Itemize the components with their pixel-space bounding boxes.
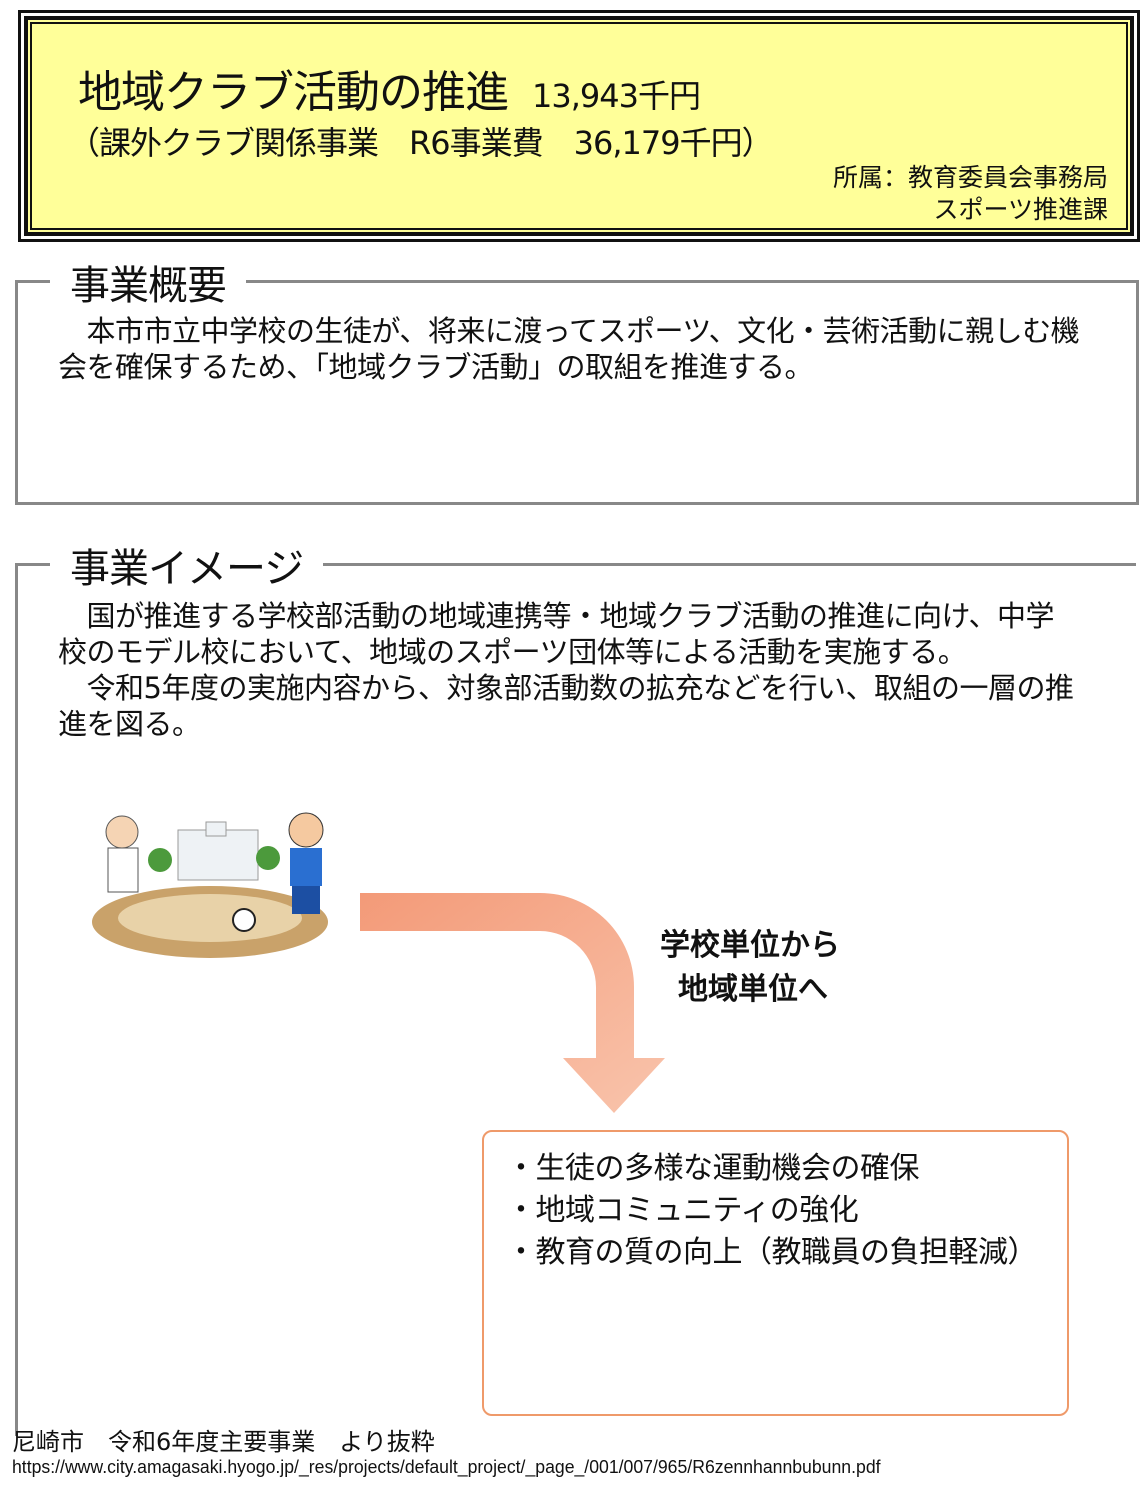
source-url: https://www.city.amagasaki.hyogo.jp/_res… — [12, 1457, 881, 1477]
catch-phrase: 学校単位から 地域単位へ — [660, 928, 840, 1007]
overview-heading: 事業概要 — [50, 253, 246, 311]
school-sports-illustration — [92, 812, 328, 958]
image-text: 国が推進する学校部活動の地域連携等・地域クラブ活動の推進に向け、中学校のモデル校… — [58, 599, 1074, 741]
flow-arrow — [360, 893, 665, 1113]
overview-section: 事業概要 本市市立中学校の生徒が、将来に渡ってスポーツ、文化・芸術活動に親しむ機… — [15, 253, 1139, 505]
image-section: 事業イメージ 国が推進する学校部活動の地域連携等・地域クラブ活動の推進に向け、中… — [15, 536, 1136, 1436]
image-heading: 事業イメージ — [50, 536, 324, 594]
overview-text: 本市市立中学校の生徒が、将来に渡ってスポーツ、文化・芸術活動に親しむ機会を確保す… — [58, 314, 1080, 384]
effect-item: ・教育の質の向上（教職員の負担軽減） — [506, 1235, 1038, 1270]
effects-box: ・生徒の多様な運動機会の確保 ・地域コミュニティの強化 ・教育の質の向上（教職員… — [482, 1130, 1069, 1416]
effect-item: ・地域コミュニティの強化 — [506, 1193, 859, 1228]
source-note: 尼崎市 令和6年度主要事業 より抜粋 — [12, 1428, 435, 1456]
effect-item: ・生徒の多様な運動機会の確保 — [506, 1151, 920, 1186]
department: 所属：教育委員会事務局スポーツ推進課 — [832, 163, 1108, 224]
subtitle: （課外クラブ関係事業 R6事業費 36,179千円） — [68, 124, 774, 162]
budget-amount: 13,943千円 — [532, 77, 701, 115]
